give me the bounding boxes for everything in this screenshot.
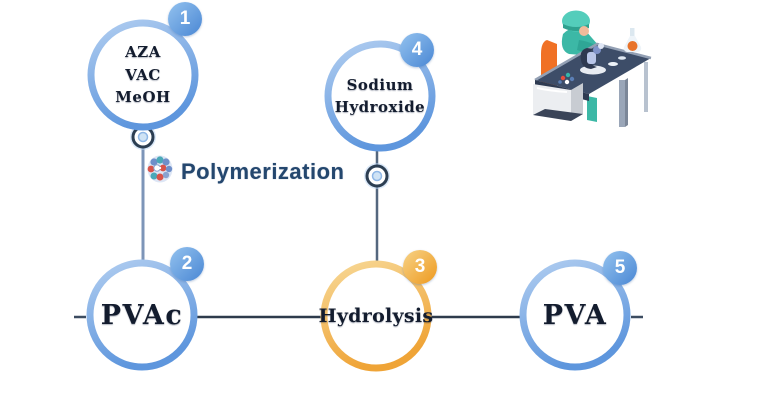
- step-number: 2: [181, 253, 193, 274]
- molecule-sticker: [558, 72, 575, 85]
- node-ring: [86, 259, 198, 371]
- scientist-illustration: [533, 10, 652, 127]
- step-number-badge: 5: [603, 251, 637, 285]
- node-label-line: VAC: [125, 65, 161, 84]
- step-number-badge: 3: [403, 250, 437, 284]
- node-hydrolysis: 3 Hydrolysis: [318, 250, 437, 373]
- step-number: 1: [179, 8, 191, 29]
- node-label: Sodium Hydroxide: [323, 39, 437, 153]
- node-pvac: 2 PVAc: [85, 247, 204, 372]
- node-ring: [324, 40, 436, 152]
- node-reagents: 1 AZA VAC MeOH: [86, 2, 202, 132]
- step-number-badge: 1: [168, 2, 202, 36]
- node-label-line: PVA: [542, 299, 608, 331]
- node-label: AZA VAC MeOH: [86, 18, 200, 132]
- step-number-badge: 2: [170, 247, 204, 281]
- node-label-line: MeOH: [115, 88, 171, 107]
- node-label-line: Sodium: [346, 75, 414, 94]
- node-ring: [87, 19, 199, 131]
- step-number: 5: [614, 257, 626, 278]
- node-ring: [519, 259, 631, 371]
- node-pva: 5 PVA: [518, 251, 637, 372]
- node-ring: [320, 260, 432, 372]
- polymerization-label: Polymerization: [181, 159, 345, 184]
- node-label-line: Hydroxide: [334, 98, 426, 116]
- node-label: Hydrolysis: [318, 259, 434, 373]
- node-label-line: AZA: [125, 43, 161, 62]
- step-number: 3: [414, 256, 426, 277]
- node-label-line: Hydrolysis: [318, 305, 434, 327]
- node-label: PVA: [518, 258, 632, 372]
- node-label: PVAc: [85, 258, 199, 372]
- connector-dot: [364, 163, 390, 189]
- node-label-line: PVAc: [100, 299, 184, 331]
- node-sodium-hydroxide: 4 Sodium Hydroxide: [323, 33, 437, 153]
- step-number: 4: [411, 39, 423, 60]
- polymer-molecule-icon: [147, 155, 173, 183]
- step-number-badge: 4: [400, 33, 434, 67]
